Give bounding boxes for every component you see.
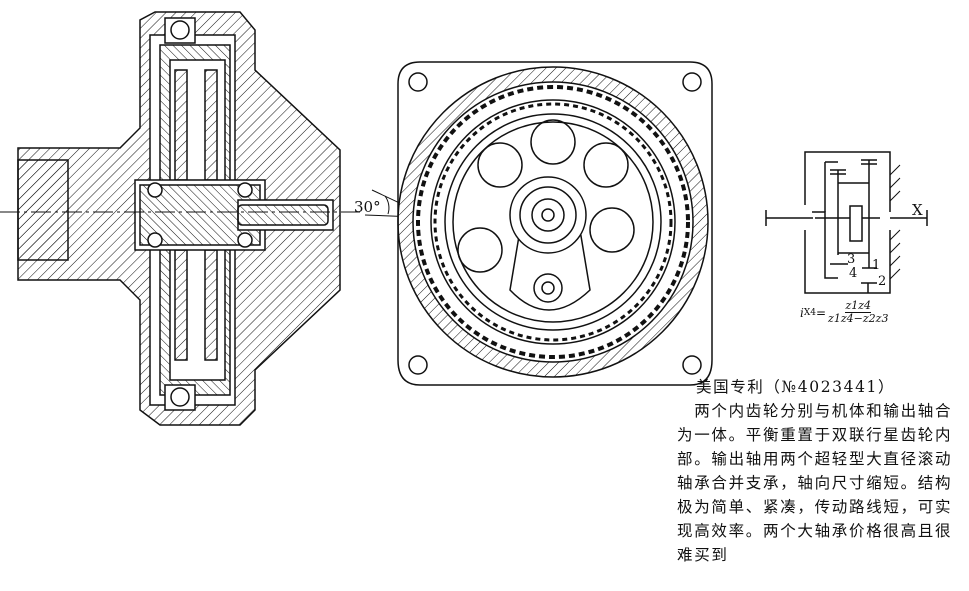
formula-denominator: z1z4−z2z3 — [828, 312, 889, 325]
gear-front-view — [397, 61, 713, 386]
schematic-label-4: 4 — [849, 266, 858, 281]
cross-section-view — [0, 11, 360, 426]
caption-body: 两个内齿轮分别与机体和输出轴合 为一体。平衡重置于双联行星齿轮内 部。输出轴用两… — [677, 399, 967, 567]
caption-line: 难买到 — [677, 546, 729, 564]
formula-lhs: i — [800, 305, 804, 320]
caption-line: 轴承合并支承，轴向尺寸缩短。结构 — [677, 474, 953, 492]
caption-title: 美国专利（№4023441） — [696, 378, 896, 396]
caption-line: 极为简单、紧凑，传动路线短，可实 — [677, 498, 953, 516]
caption-line: 两个内齿轮分别与机体和输出轴合 — [677, 402, 953, 420]
caption-line: 部。输出轴用两个超轻型大直径滚动 — [677, 450, 953, 468]
angle-label: 30° — [354, 198, 381, 216]
formula-lhs-subscript: X4 — [803, 307, 816, 318]
schematic-label-x: X — [912, 201, 923, 219]
kinematic-schematic — [765, 151, 928, 294]
formula-numerator: z1z4 — [845, 299, 872, 313]
schematic-label-1: 1 — [872, 258, 881, 273]
formula-equals: = — [815, 305, 827, 320]
caption-line: 为一体。平衡重置于双联行星齿轮内 — [677, 426, 953, 444]
caption-line: 现高效率。两个大轴承价格很高且很 — [677, 522, 953, 540]
schematic-label-3: 3 — [847, 252, 856, 267]
schematic-label-2: 2 — [878, 274, 887, 289]
transmission-ratio-formula: i X4 = z1z4 z1z4−z2z3 — [800, 300, 888, 325]
